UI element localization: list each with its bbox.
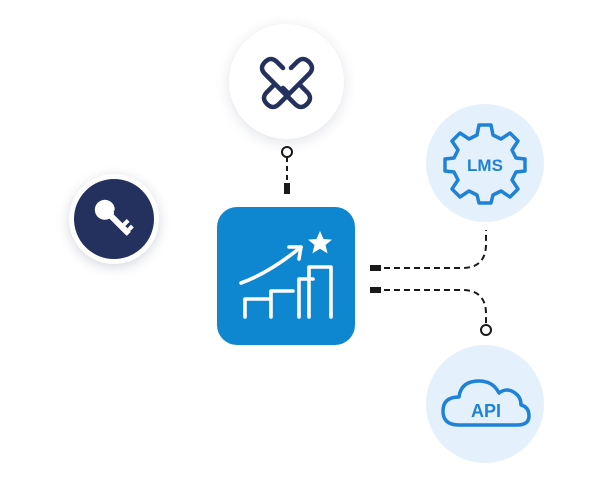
broken-link-icon [259, 56, 314, 109]
lms-label: LMS [467, 156, 503, 175]
hub-app-tile[interactable] [217, 207, 355, 345]
growth-chart-star-icon [239, 231, 333, 319]
connector-top [281, 146, 293, 194]
api-label: API [471, 401, 501, 421]
cloud-icon: API [441, 379, 531, 427]
connector-api [370, 287, 492, 336]
key-node[interactable] [69, 174, 159, 264]
gear-icon: LMS [443, 123, 527, 205]
lms-node[interactable]: LMS [426, 104, 544, 222]
key-icon [94, 199, 134, 236]
api-node[interactable]: API [426, 345, 544, 463]
connector-lms [370, 230, 487, 271]
integration-node[interactable] [229, 24, 344, 139]
